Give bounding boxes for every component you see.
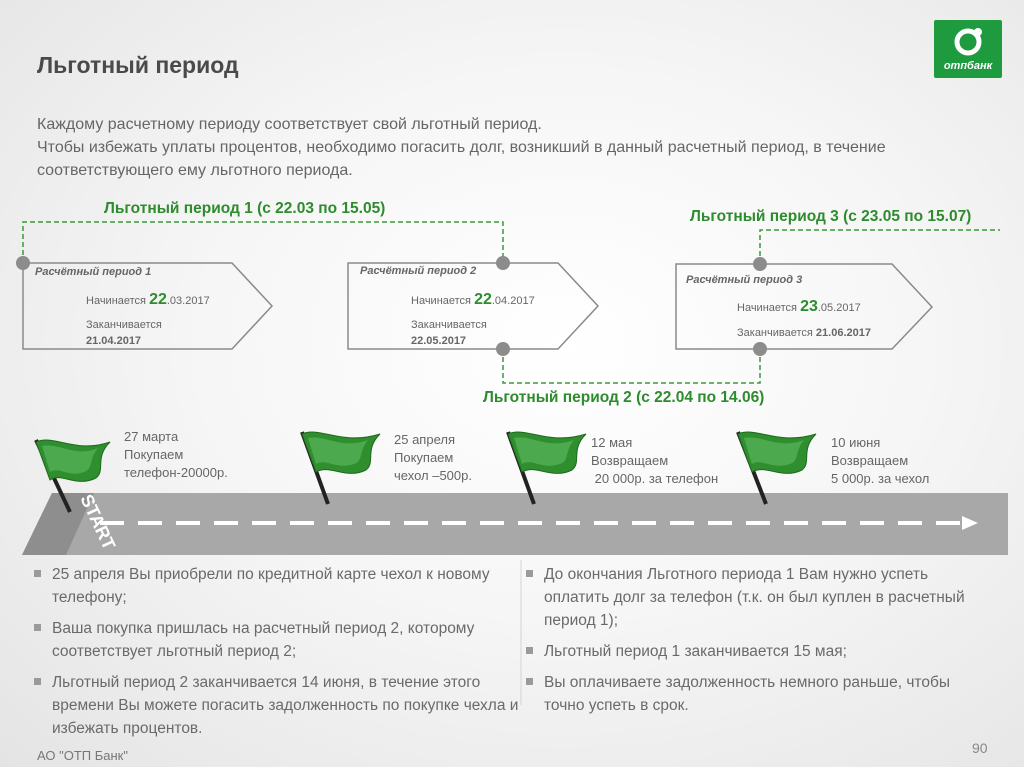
connector-dot	[16, 256, 30, 270]
connector-dot	[496, 256, 510, 270]
connector-dot	[753, 342, 767, 356]
bullet-marker-icon	[526, 570, 533, 577]
bullet-marker-icon	[34, 624, 41, 631]
list-item: Ваша покупка пришлась на расчетный перио…	[32, 617, 520, 663]
timeline-event-3: 12 мая Возвращаем 20 000р. за телефон	[591, 434, 718, 488]
bullet-marker-icon	[34, 678, 41, 685]
list-item: До окончания Льготного периода 1 Вам нуж…	[524, 563, 994, 632]
bullet-marker-icon	[34, 570, 41, 577]
billing-period-2-start: Начинается 22.04.2017	[411, 291, 535, 309]
grace-period-3-connector	[760, 230, 1000, 264]
billing-period-1-title: Расчётный период 1	[35, 266, 151, 278]
footer-company: АО "ОТП Банк"	[37, 748, 128, 763]
grace-period-1-connector	[23, 222, 503, 263]
connector-dot	[753, 257, 767, 271]
bullet-marker-icon	[526, 678, 533, 685]
billing-period-3-title: Расчётный период 3	[686, 274, 802, 286]
page-number: 90	[972, 740, 988, 756]
list-item: 25 апреля Вы приобрели по кредитной карт…	[32, 563, 520, 609]
left-bullet-list: 25 апреля Вы приобрели по кредитной карт…	[32, 563, 520, 748]
timeline-event-4: 10 июня Возвращаем 5 000р. за чехол	[831, 434, 929, 488]
grace-period-3-label: Льготный период 3 (с 23.05 по 15.07)	[690, 208, 971, 226]
billing-period-1-start: Начинается 22.03.2017	[86, 291, 210, 309]
billing-period-2-title: Расчётный период 2	[360, 265, 476, 277]
billing-period-1-end-label: Заканчивается	[86, 319, 162, 331]
list-item: Вы оплачиваете задолженность немного ран…	[524, 671, 994, 717]
grace-period-2-label: Льготный период 2 (с 22.04 по 14.06)	[483, 389, 764, 407]
connector-dot	[496, 342, 510, 356]
grace-period-2-connector	[503, 349, 760, 383]
list-item: Льготный период 1 заканчивается 15 мая;	[524, 640, 994, 663]
billing-period-2-end-date: 22.05.2017	[411, 335, 466, 347]
bullet-marker-icon	[526, 647, 533, 654]
billing-period-1-end-date: 21.04.2017	[86, 335, 141, 347]
grace-period-1-label: Льготный период 1 (с 22.03 по 15.05)	[104, 200, 385, 218]
billing-period-2-end-label: Заканчивается	[411, 319, 487, 331]
billing-period-3-start: Начинается 23.05.2017	[737, 298, 861, 316]
timeline-event-2: 25 апреля Покупаем чехол –500р.	[394, 431, 472, 485]
right-bullet-list: До окончания Льготного периода 1 Вам нуж…	[524, 563, 994, 725]
billing-period-3-end: Заканчивается 21.06.2017	[737, 327, 871, 339]
list-item: Льготный период 2 заканчивается 14 июня,…	[32, 671, 520, 740]
timeline-event-1: 27 марта Покупаем телефон-20000р.	[124, 428, 228, 482]
